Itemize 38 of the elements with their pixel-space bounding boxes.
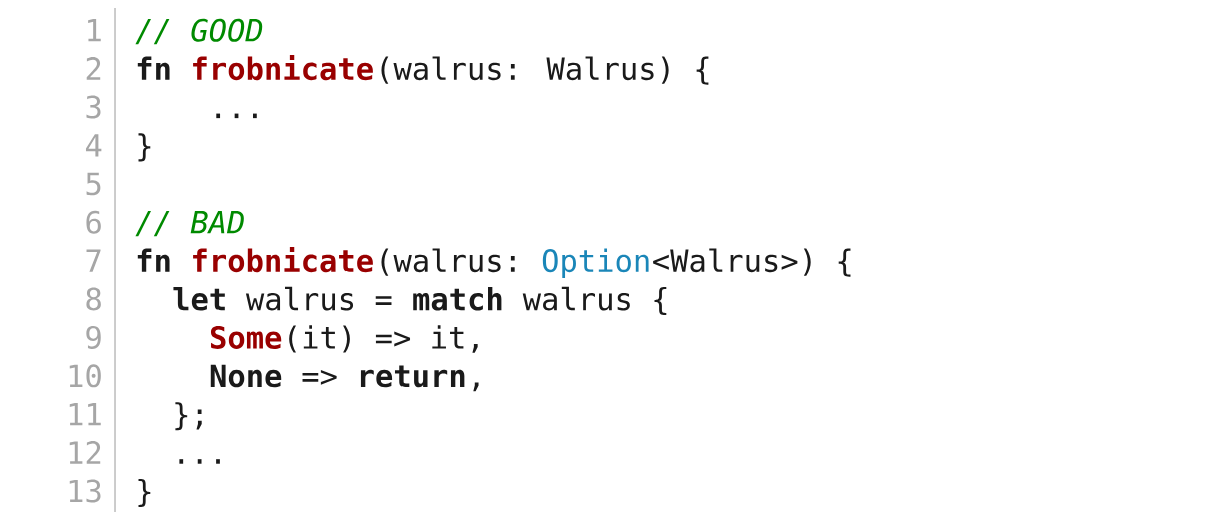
keyword: let (173, 286, 225, 311)
type-name: Option (542, 248, 649, 279)
code-text: (walrus: (381, 248, 515, 276)
line-number: 1 (88, 19, 101, 42)
code-text: } (138, 133, 151, 162)
line-number: 7 (86, 249, 101, 272)
line-number: 8 (86, 287, 101, 311)
line-number: 6 (86, 210, 101, 234)
code-text: <Walrus>) { (653, 248, 851, 277)
keyword: match (413, 286, 502, 311)
line-number: 2 (86, 57, 101, 80)
line-number: 4 (85, 134, 102, 157)
line-number: 3 (86, 95, 101, 119)
keyword: fn (137, 248, 170, 272)
code-comment: // BAD (135, 211, 244, 237)
code-text: (walrus: Walrus) { (381, 56, 709, 85)
keyword: None (210, 364, 282, 388)
line-number: 10 (69, 364, 101, 388)
line-number: 5 (86, 172, 101, 196)
code-text: ... (216, 113, 257, 119)
function-name: frobnicate (193, 246, 373, 273)
code-text: ... (179, 459, 220, 464)
keyword: return (360, 365, 465, 388)
code-text: => (302, 369, 337, 385)
line-number: 9 (86, 325, 101, 349)
code-text: walrus { (522, 286, 667, 316)
code-text: (it) => it, (289, 325, 478, 353)
code-text: } (138, 478, 151, 508)
code-text: , (473, 382, 479, 392)
code-text: }; (175, 402, 202, 431)
keyword: fn (137, 56, 170, 80)
function-name: Some (210, 325, 282, 349)
line-number: 12 (69, 441, 101, 464)
function-name: frobnicate (193, 54, 373, 81)
line-number: 13 (69, 479, 101, 503)
code-comment: // GOOD (135, 18, 263, 45)
code-text: walrus = (245, 286, 392, 311)
line-number: 11 (69, 403, 101, 426)
